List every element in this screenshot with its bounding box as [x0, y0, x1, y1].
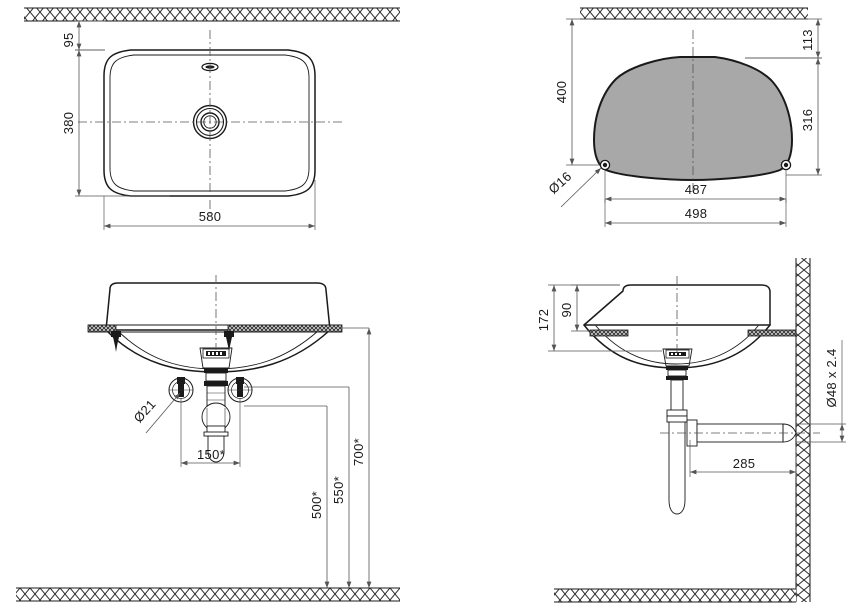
mounting-clip-left [111, 331, 121, 352]
dimension-template-113-label: 113 [800, 29, 815, 51]
dimension-top-580: 580 [103, 180, 316, 230]
basin-outline-plan [103, 49, 316, 197]
front-elevation-view: Ø21 150* 500* 550* 700* [16, 275, 400, 602]
dimension-top-380: 380 [61, 49, 170, 197]
drain-assembly-front [199, 347, 233, 463]
floor-band-front [16, 587, 400, 602]
side-section-view: 172 90 285 Ø48 x 2.4 [536, 258, 846, 603]
mounting-hole-left [599, 159, 611, 171]
dimension-top-95-label: 95 [61, 32, 76, 47]
dimension-side-285: 285 [689, 440, 797, 477]
dimension-front-700: 700* [342, 327, 372, 588]
dimension-front-150-label: 150* [197, 447, 225, 462]
side-view-floor [554, 588, 796, 603]
mounting-hole-right [780, 159, 792, 171]
dimension-template-498: 498 [604, 199, 787, 227]
dimension-template-487: 487 [604, 170, 787, 203]
dimension-template-498-label: 498 [685, 206, 708, 221]
dimension-template-316-label: 316 [800, 109, 815, 132]
dimension-template-487-label: 487 [685, 182, 708, 197]
dimension-front-500: 500* [244, 405, 330, 588]
countertop-front [87, 324, 343, 333]
template-view-wall [580, 7, 808, 20]
top-view: 95 380 580 [24, 7, 400, 230]
dimension-front-700-label: 700* [351, 438, 366, 466]
dimension-top-380-label: 380 [61, 112, 76, 135]
callout-template-d16: Ø16 [546, 167, 602, 208]
dimension-template-400: 400 [554, 18, 600, 166]
side-view-wall [795, 258, 811, 602]
dimension-template-316: 316 [745, 57, 822, 176]
callout-side-d48-label: Ø48 x 2.4 [824, 348, 839, 407]
countertop-side [589, 329, 797, 337]
dimension-top-95: 95 [61, 20, 105, 51]
dimension-template-400-label: 400 [554, 81, 569, 104]
dimension-side-172-label: 172 [536, 309, 551, 332]
dimension-front-550: 550* [244, 386, 352, 588]
dimension-side-90: 90 [559, 284, 620, 332]
dimension-top-580-label: 580 [199, 209, 222, 224]
dimension-front-150: 150* [180, 398, 241, 467]
dimension-side-90-label: 90 [559, 302, 574, 317]
dimension-template-113: 113 [700, 18, 822, 59]
supply-valve-left [168, 377, 194, 403]
dimension-front-550-label: 550* [331, 476, 346, 504]
mounting-clip-right [224, 331, 234, 352]
dimension-front-500-label: 500* [309, 491, 324, 519]
dimension-side-285-label: 285 [733, 456, 756, 471]
top-view-wall [24, 7, 400, 22]
callout-front-d21-label: Ø21 [131, 397, 159, 426]
drain-assembly-side [660, 348, 820, 515]
callout-side-d48: Ø48 x 2.4 [796, 340, 846, 443]
cutout-template-view: 400 113 316 Ø16 487 [546, 7, 822, 227]
callout-template-d16-label: Ø16 [546, 169, 575, 197]
